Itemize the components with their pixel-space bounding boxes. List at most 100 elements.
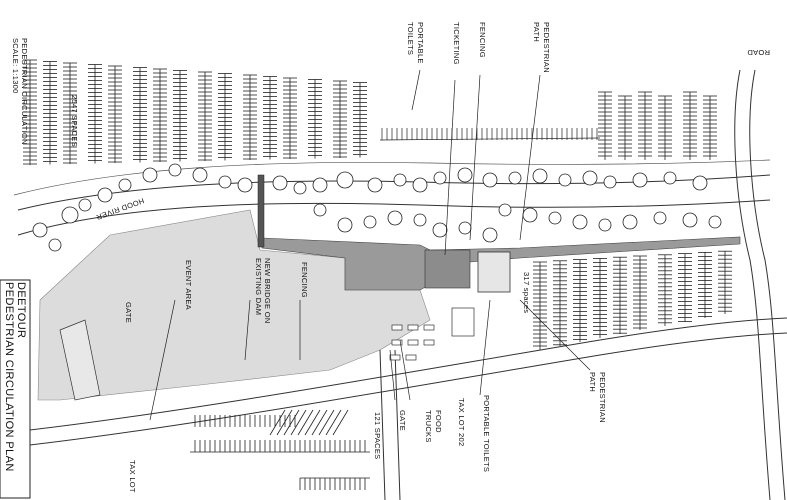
new-bridge <box>257 174 265 248</box>
tree <box>432 222 448 238</box>
tree <box>313 203 327 217</box>
tree <box>32 222 48 238</box>
river-bank-lower <box>17 199 771 236</box>
angled-stall <box>318 409 335 436</box>
angled-stall <box>325 409 342 436</box>
leader-bridge <box>244 299 251 361</box>
label-121-spaces: 121 SPACES <box>373 412 382 459</box>
ticketing-booth <box>424 249 471 289</box>
food-truck <box>423 324 435 331</box>
label-new-bridge-1: NEW BRIDGE ON <box>263 258 272 324</box>
tree <box>413 213 427 227</box>
gate-structure <box>59 319 101 401</box>
road-right-edge-2 <box>749 69 786 500</box>
label-food-trucks-2: TRUCKS <box>424 410 433 443</box>
title-block-frame <box>0 279 31 499</box>
leader-fencing-top <box>469 74 481 241</box>
tree <box>663 171 677 185</box>
tree <box>632 172 648 188</box>
building-right <box>477 251 511 293</box>
leader-toilets-bottom <box>479 299 491 396</box>
tree <box>598 218 612 232</box>
parking-row-top-center <box>379 128 601 141</box>
leader-ticketing <box>444 79 456 256</box>
parking-lot-317 <box>533 250 732 350</box>
food-truck <box>423 339 435 346</box>
label-pedestrian-path-right-2: PATH <box>588 372 597 392</box>
tree <box>387 210 403 226</box>
tree <box>272 175 288 191</box>
food-truck <box>407 339 419 346</box>
road-bottom-1 <box>379 349 386 500</box>
tree <box>572 214 588 230</box>
tree <box>508 171 522 185</box>
angled-stall <box>304 409 321 436</box>
label-event-area: EVENT AREA <box>184 260 193 310</box>
tree <box>142 167 158 183</box>
tree <box>558 173 572 187</box>
angled-stall <box>269 409 286 436</box>
label-ticketing: TICKETING <box>452 22 461 65</box>
tree <box>168 163 182 177</box>
angled-stall <box>297 409 314 436</box>
leader-path-right <box>519 299 591 371</box>
road-right-edge-1 <box>734 69 771 500</box>
tree <box>582 170 598 186</box>
leader-food-trucks <box>399 339 411 401</box>
bank-line-2 <box>13 159 771 196</box>
label-tax-lot-202: TAX LOT 202 <box>457 398 466 446</box>
leader-path-top <box>519 74 541 241</box>
angled-stall <box>276 409 293 436</box>
tree <box>412 177 428 193</box>
label-pedestrian-path-right-1: PEDESTRIAN <box>598 372 607 423</box>
tree <box>393 173 407 187</box>
note-pedestrian-circulation: PEDESTRIAN CIRCULATION <box>20 38 29 145</box>
parking-lot-2547 <box>23 59 367 165</box>
label-gate-bottom: GATE <box>398 410 407 431</box>
tree <box>498 203 512 217</box>
tree <box>192 167 208 183</box>
tree <box>48 238 62 252</box>
label-tax-lot: TAX LOT <box>128 460 137 493</box>
tree <box>118 178 132 192</box>
label-portable-toilets-bottom: PORTABLE TOILETS <box>482 395 491 472</box>
tree <box>457 167 473 183</box>
leader-gate-bottom <box>389 349 396 401</box>
label-fencing-top: FENCING <box>478 22 487 58</box>
tree <box>312 177 328 193</box>
tree <box>653 211 667 225</box>
tree <box>482 172 498 188</box>
title-project: DEETOUR <box>15 282 27 338</box>
tree <box>363 215 377 229</box>
tree <box>622 214 638 230</box>
tree <box>548 211 562 225</box>
angled-stall <box>283 409 300 436</box>
tree <box>433 171 447 185</box>
parking-lot-top-right <box>598 91 717 160</box>
tree <box>532 168 548 184</box>
label-317-spaces: 317 spaces <box>522 272 531 313</box>
tree <box>482 227 498 243</box>
tree-cluster <box>32 163 722 252</box>
label-pedestrian-path-top-1: PEDESTRIAN <box>542 22 551 73</box>
label-portable-toilets-top-1: PORTABLE <box>416 22 425 64</box>
label-road: ROAD <box>747 48 770 57</box>
tree <box>682 212 698 228</box>
tree <box>522 207 538 223</box>
label-gate-left: GATE <box>124 302 133 323</box>
leader-lines <box>149 69 591 421</box>
food-truck <box>407 324 419 331</box>
road-lower-2 <box>29 332 787 446</box>
tree <box>218 175 232 189</box>
food-truck <box>391 324 403 331</box>
food-truck <box>389 354 401 361</box>
angled-stall <box>290 409 307 436</box>
portable-toilets-block <box>451 307 475 337</box>
label-fencing-mid: FENCING <box>300 262 309 298</box>
food-truck <box>405 354 417 361</box>
leader-event-area <box>149 299 176 421</box>
tree <box>367 177 383 193</box>
tree <box>237 177 253 193</box>
tree <box>336 171 354 189</box>
